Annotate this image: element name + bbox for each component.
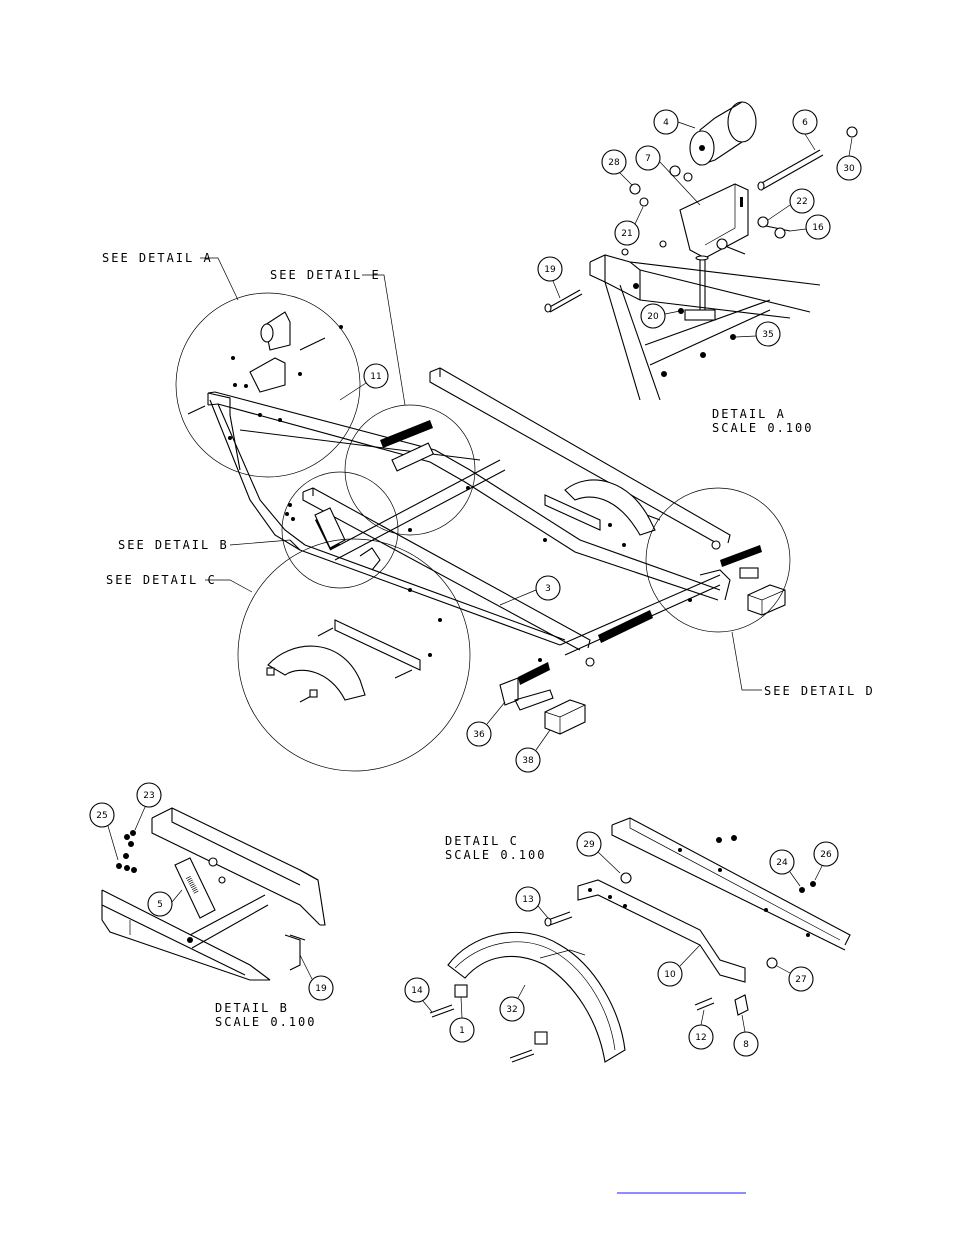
- bumper-block-38: [544, 699, 586, 735]
- svg-text:25: 25: [96, 811, 107, 821]
- balloon-16: 16: [789, 214, 831, 240]
- svg-text:27: 27: [795, 975, 806, 985]
- detail-a-frame: [589, 254, 821, 401]
- svg-text:28: 28: [608, 158, 620, 168]
- detail-a-scale: SCALE 0.100: [712, 421, 813, 435]
- balloon-4: 4: [653, 109, 696, 135]
- svg-text:36: 36: [473, 730, 485, 740]
- callout-see-detail-a: SEE DETAIL A: [102, 251, 213, 265]
- balloon-26: 26: [813, 841, 839, 881]
- rear-bumper-block-d: [747, 584, 786, 616]
- main-trailer-frame: [187, 311, 786, 735]
- detail-b-scale: SCALE 0.100: [215, 1015, 316, 1029]
- svg-text:7: 7: [645, 154, 651, 164]
- balloon-30: 30: [836, 137, 862, 181]
- balloon-35: 35: [735, 321, 781, 347]
- detail-c-assembly: [429, 817, 851, 1063]
- svg-text:19: 19: [544, 265, 556, 275]
- balloon-1: 1: [449, 996, 475, 1043]
- svg-text:3: 3: [545, 584, 551, 594]
- svg-text:8: 8: [743, 1040, 749, 1050]
- balloon-27: 27: [776, 965, 814, 992]
- balloon-22: 22: [767, 188, 815, 221]
- svg-text:16: 16: [812, 223, 824, 233]
- fender-32: [447, 931, 626, 1063]
- balloon-38: 38: [515, 729, 551, 773]
- detail-d-circle: [645, 487, 791, 633]
- svg-text:26: 26: [820, 850, 832, 860]
- detail-b-circle: [281, 471, 399, 589]
- svg-text:21: 21: [621, 229, 632, 239]
- balloon-3: 3: [499, 575, 561, 606]
- detail-a-assembly: [544, 101, 858, 401]
- balloon-8: 8: [733, 1014, 759, 1057]
- balloon-20: 20: [640, 303, 681, 329]
- callout-see-detail-d: SEE DETAIL D: [764, 684, 875, 698]
- balloon-19-detail-a: 19: [537, 256, 563, 299]
- svg-text:22: 22: [796, 197, 807, 207]
- svg-text:30: 30: [843, 164, 855, 174]
- part-balloons: 4 6 7 28 30 22 16 21 19 20 35 11 3 36 38…: [89, 109, 862, 1057]
- svg-text:23: 23: [143, 791, 154, 801]
- detail-c-scale: SCALE 0.100: [445, 848, 546, 862]
- keel-roller: [689, 101, 757, 166]
- balloon-28: 28: [601, 149, 633, 186]
- washer-1: [454, 984, 468, 998]
- detail-b-title: DETAIL B: [215, 1001, 289, 1015]
- svg-text:14: 14: [411, 986, 423, 996]
- fender-bracket-10: [577, 879, 746, 983]
- svg-text:19: 19: [315, 984, 327, 994]
- detail-a-title: DETAIL A: [712, 407, 786, 421]
- balloon-10: 10: [657, 944, 701, 987]
- balloon-12: 12: [688, 1009, 714, 1050]
- svg-text:29: 29: [583, 840, 595, 850]
- svg-text:5: 5: [157, 900, 163, 910]
- balloon-5: 5: [147, 889, 183, 917]
- callout-see-detail-c: SEE DETAIL C: [106, 573, 217, 587]
- balloon-7: 7: [635, 145, 701, 206]
- detail-c-title: DETAIL C: [445, 834, 519, 848]
- roller-shaft: [757, 149, 824, 191]
- callout-see-detail-b: SEE DETAIL B: [118, 538, 229, 552]
- svg-text:32: 32: [506, 1005, 517, 1015]
- detail-c-circle: [237, 538, 471, 772]
- svg-text:1: 1: [459, 1026, 465, 1036]
- balloon-6: 6: [792, 109, 818, 151]
- balloon-25: 25: [89, 802, 119, 861]
- balloon-14: 14: [404, 977, 433, 1013]
- step-pad-5: [174, 857, 216, 919]
- balloon-19-detail-b: 19: [299, 954, 334, 1001]
- svg-text:20: 20: [647, 312, 659, 322]
- svg-text:24: 24: [776, 858, 788, 868]
- svg-text:13: 13: [522, 895, 533, 905]
- balloon-11: 11: [339, 363, 389, 401]
- callout-see-detail-e: SEE DETAIL E: [270, 268, 381, 282]
- balloon-29: 29: [576, 831, 621, 874]
- balloon-21: 21: [614, 206, 644, 246]
- svg-text:6: 6: [802, 118, 808, 128]
- balloon-24: 24: [769, 849, 801, 887]
- detail-e-circle: [344, 404, 476, 536]
- roller-bracket: [679, 183, 749, 259]
- svg-text:38: 38: [522, 756, 534, 766]
- svg-text:4: 4: [663, 118, 669, 128]
- detail-b-assembly: IIIIIIIII: [101, 807, 326, 981]
- balloon-13: 13: [515, 886, 549, 919]
- svg-text:12: 12: [695, 1033, 706, 1043]
- balloon-32: 32: [499, 984, 526, 1022]
- balloon-23: 23: [134, 782, 162, 831]
- svg-text:10: 10: [664, 970, 676, 980]
- svg-text:35: 35: [762, 330, 773, 340]
- balloon-36: 36: [466, 701, 506, 747]
- svg-text:11: 11: [370, 372, 381, 382]
- detail-a-circle: [175, 292, 361, 478]
